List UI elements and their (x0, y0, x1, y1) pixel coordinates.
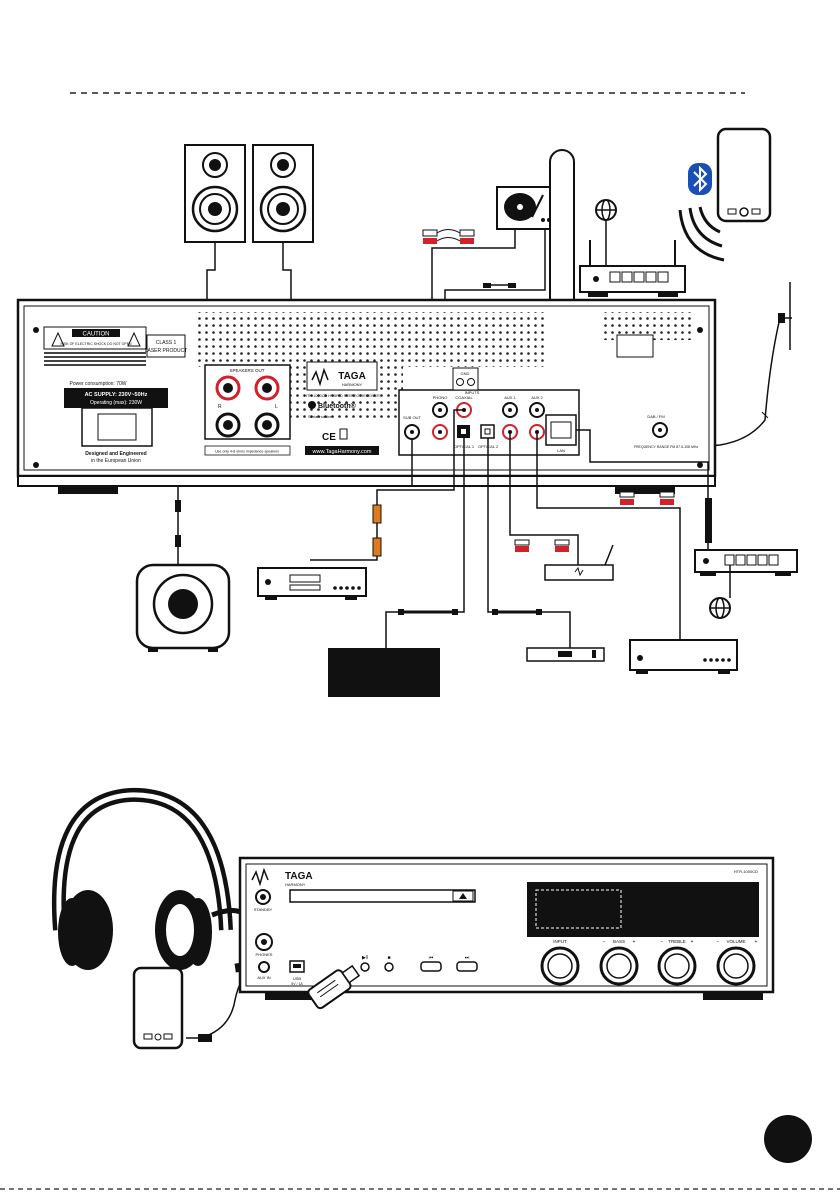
rear-brand-name: TAGA (338, 371, 366, 382)
warning-text-block (44, 352, 146, 366)
aux2-rca-cable (536, 432, 681, 640)
svg-text:LAN: LAN (557, 448, 565, 453)
volume-label: VOLUME (726, 939, 745, 944)
lan-cable (576, 429, 712, 550)
smartphone-front-icon (132, 966, 184, 1050)
phones-label: PHONES (256, 952, 273, 957)
next-icon: ⏭ (465, 955, 470, 961)
caution-subtitle: RISK OF ELECTRIC SHOCK DO NOT OPEN (60, 342, 132, 346)
speaker-terminals: SPEAKERS OUT R L (204, 364, 291, 440)
streamer-device (526, 647, 605, 662)
wireless-signal-icon (678, 206, 725, 262)
standby-label: STANDBY (254, 907, 273, 912)
svg-text:DAB / FM: DAB / FM (647, 414, 664, 419)
svg-text:AUX 1: AUX 1 (504, 395, 516, 400)
model-line: HTR-1000CD HYBRID STEREO RECEIVER (304, 394, 380, 398)
coaxial-cable (310, 409, 464, 561)
bass-label: BASS (613, 939, 625, 944)
svg-text:Use only 4-8 ohms impedance sp: Use only 4-8 ohms impedance speakers (215, 450, 279, 454)
svg-text:FREQUENCY RANGE FM 87.5-108 MH: FREQUENCY RANGE FM 87.5-108 MHz (634, 445, 699, 449)
svg-text:+: + (755, 939, 758, 945)
svg-text:−: − (717, 939, 720, 945)
svg-text:HARMONY: HARMONY (342, 382, 363, 387)
ac-supply-box: AC SUPPLY: 230V~50Hz Operating (max): 23… (64, 388, 168, 408)
svg-text:+: + (691, 939, 694, 945)
network-player-device (629, 639, 738, 674)
aux1-rca-cable (509, 432, 579, 565)
headphones-icon (51, 787, 263, 970)
treble-label: TREBLE (668, 939, 686, 944)
globe-icon (595, 199, 617, 266)
subwoofer-cable (175, 439, 413, 570)
power-socket (81, 407, 153, 447)
svg-text:INPUTS: INPUTS (465, 390, 480, 395)
caution-label: CAUTION RISK OF ELECTRIC SHOCK DO NOT OP… (43, 326, 147, 350)
svg-text:AUX 2: AUX 2 (531, 395, 543, 400)
usb-label: USB (293, 976, 302, 981)
svg-text:−: − (661, 939, 664, 945)
svg-text:+: + (633, 939, 636, 945)
optical-cable-2 (487, 438, 571, 648)
svg-text:Operating (max): 230W: Operating (max): 230W (90, 400, 142, 406)
router-bottom (694, 549, 798, 576)
serial-label: Serial number: (308, 414, 334, 419)
svg-text:L: L (275, 404, 278, 410)
television-device (328, 648, 440, 697)
svg-text:COAXIAL: COAXIAL (455, 395, 473, 400)
svg-text:R: R (218, 404, 222, 410)
svg-text:AC SUPPLY: 230V~50Hz: AC SUPPLY: 230V~50Hz (85, 392, 148, 398)
svg-text:PHONO: PHONO (433, 395, 448, 400)
svg-text:LASER PRODUCT: LASER PRODUCT (145, 348, 188, 354)
front-model: HTR-1000CD (734, 869, 758, 874)
speaker-left (252, 144, 314, 243)
speakers-out-label: SPEAKERS OUT (229, 368, 264, 373)
impedance-note: Use only 4-8 ohms impedance speakers (204, 445, 291, 456)
router-top (579, 240, 686, 297)
input-section: GND INPUTS PHONO COAXIAL AUX 1 AUX 2 OPT… (398, 334, 654, 456)
website: www.TagaHarmony.com (312, 449, 372, 455)
optical-cable-1 (385, 438, 465, 648)
stop-icon: ■ (387, 955, 390, 961)
usb-dongle-icon (307, 964, 361, 1010)
front-brand-name: TAGA (285, 871, 313, 882)
dab-fm-jack: DAB / FM FREQUENCY RANGE FM 87.5-108 MHz (634, 414, 699, 449)
bluetooth-icon (688, 163, 712, 195)
designed-line2: in the European Union (91, 458, 141, 464)
rear-brand-block: TAGA HARMONY HTR-1000CD HYBRID STEREO RE… (304, 361, 380, 455)
svg-text:SUB OUT: SUB OUT (403, 415, 421, 420)
svg-text:GND: GND (461, 371, 470, 376)
turntable-icon (496, 186, 556, 230)
laser-product-label: CLASS 1 LASER PRODUCT (145, 334, 188, 358)
globe-icon (709, 565, 731, 619)
page-number-badge (764, 1115, 812, 1163)
front-panel: TAGA HARMONY HTR-1000CD STANDBY PHONES A… (238, 856, 775, 1000)
play-pause-icon: ▶‖ (362, 955, 368, 961)
power-consumption: Power consumption: 70W (70, 381, 127, 387)
cd-player-device (257, 567, 367, 600)
prev-icon: ⏮ (429, 955, 434, 961)
speaker-right (184, 144, 246, 243)
smartphone-icon (716, 127, 772, 223)
ce-mark: CE (322, 432, 336, 443)
bluetooth-receiver-device (544, 544, 614, 581)
svg-text:HARMONY: HARMONY (285, 882, 306, 887)
aux-in-label: AUX IN (257, 975, 270, 980)
svg-text:CLASS 1: CLASS 1 (156, 340, 177, 346)
svg-text:5V / 1A: 5V / 1A (291, 982, 303, 986)
designed-line1: Designed and Engineered (85, 451, 146, 457)
svg-text:−: − (603, 939, 606, 945)
caution-title: CAUTION (83, 332, 110, 338)
rear-bluetooth-label: Bluetooth® (318, 402, 357, 410)
subwoofer (135, 563, 231, 652)
input-knob-label: INPUT (553, 939, 567, 944)
